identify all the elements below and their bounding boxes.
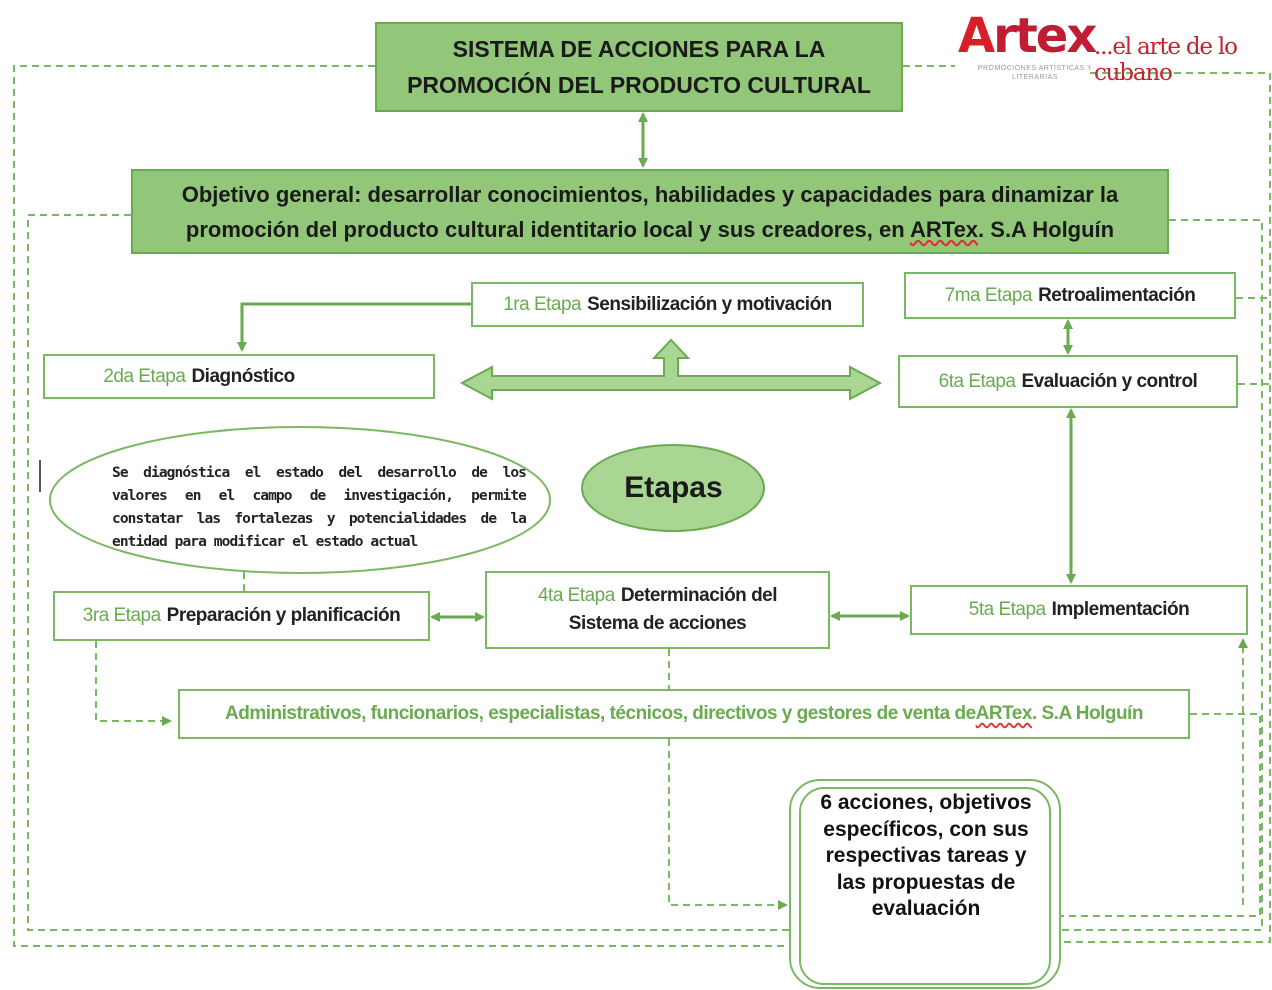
objective-line-2-pre: promoción del producto cultural identita…: [185, 216, 910, 242]
objective-line-2: promoción del producto cultural identita…: [186, 212, 1114, 247]
objective-line-2-brand: ARTex: [909, 216, 979, 242]
stage-1-name: Sensibilización y motivación: [587, 293, 832, 315]
stage-3-name: Preparación y planificación: [166, 605, 401, 626]
logo-brand: Artex: [958, 8, 1097, 64]
stage-5-number: 5ta Etapa: [968, 599, 1046, 620]
etapas-label: Etapas: [624, 471, 723, 504]
actions-box-outer: [789, 779, 1061, 989]
stage-4-number: 4ta Etapa: [537, 585, 615, 606]
stage-3-box: 3ra Etapa Preparación y planificación: [53, 591, 430, 641]
title-line-2: PROMOCIÓN DEL PRODUCTO CULTURAL: [407, 72, 871, 98]
objective-line-2-post: . S.A Holguín: [978, 216, 1115, 242]
stage-4-name: Determinación del: [620, 585, 778, 606]
people-text-brand: ARTex: [975, 703, 1033, 724]
stage-2-number: 2da Etapa: [103, 365, 186, 387]
objective-box: Objetivo general: desarrollar conocimien…: [131, 169, 1169, 254]
dashed-arrows: [95, 638, 1248, 910]
diagnosis-ellipse: [49, 426, 551, 574]
artex-logo: Artex ...el arte de lo cubano PROMOCIONE…: [958, 8, 1270, 88]
stage-2-box: 2da Etapa Diagnóstico: [43, 354, 435, 399]
dashed-frame: [13, 65, 1271, 947]
actions-box-inner: [799, 787, 1051, 985]
people-text-pre: Administrativos, funcionarios, especiali…: [225, 703, 976, 724]
logo-subline: PROMOCIONES ARTÍSTICAS Y LITERARIAS: [977, 65, 1093, 81]
stage-6-number: 6ta Etapa: [938, 370, 1016, 392]
stage-7-box: 7ma Etapa Retroalimentación: [904, 272, 1236, 319]
people-box: Administrativos, funcionarios, especiali…: [178, 689, 1190, 739]
stage-6-box: 6ta Etapa Evaluación y control: [898, 355, 1238, 408]
stage-5-box: 5ta Etapa Implementación: [910, 585, 1248, 635]
stage-7-number: 7ma Etapa: [944, 284, 1033, 306]
stage-2-name: Diagnóstico: [191, 365, 295, 387]
logo-tagline: ...el arte de lo cubano: [1094, 34, 1238, 86]
block-arrow: [459, 338, 883, 401]
stage-1-box: 1ra Etapa Sensibilización y motivación: [471, 282, 864, 327]
stage-4-name-2: Sistema de acciones: [568, 613, 747, 634]
solid-arrows: [237, 112, 1076, 622]
people-text-post: . S.A Holguín: [1031, 703, 1144, 724]
stage-3-number: 3ra Etapa: [82, 605, 161, 626]
logo-brand-rest: rtex: [993, 8, 1097, 64]
stage-5-name: Implementación: [1051, 599, 1190, 620]
stage-1-number: 1ra Etapa: [503, 293, 582, 315]
logo-brand-first: A: [958, 8, 995, 64]
actions-text: 6 acciones, objetivos específicos, con s…: [820, 791, 1032, 920]
diagnosis-note: Se diagnóstica el estado del desarrollo …: [112, 465, 527, 550]
stage-7-name: Retroalimentación: [1038, 284, 1196, 306]
title-line-1: SISTEMA DE ACCIONES PARA LA: [452, 36, 826, 62]
title-box: SISTEMA DE ACCIONES PARA LA PROMOCIÓN DE…: [375, 22, 903, 112]
etapas-ellipse: [581, 444, 765, 532]
stage-6-name: Evaluación y control: [1021, 370, 1198, 392]
objective-line-1: Objetivo general: desarrollar conocimien…: [181, 181, 1119, 207]
